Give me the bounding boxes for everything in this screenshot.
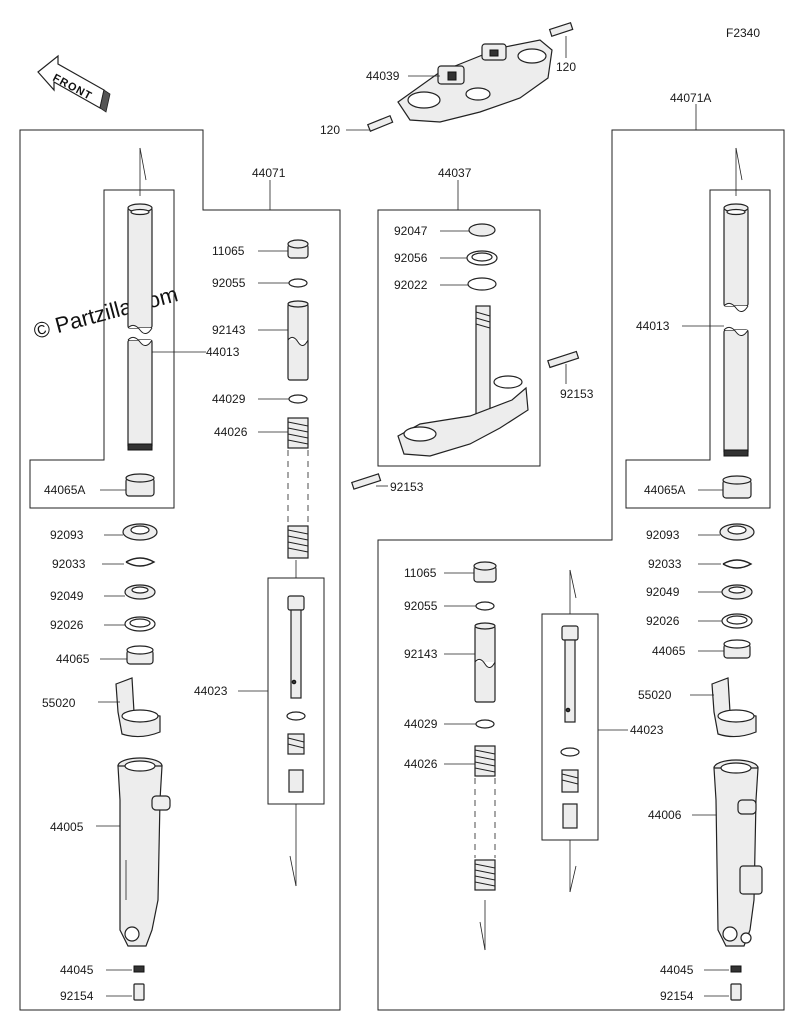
right-circlip-92033	[722, 559, 753, 569]
callout-92026-right: 92026	[646, 614, 680, 628]
left-oring-92055	[288, 278, 308, 288]
front-arrow-icon: FRONT	[37, 54, 111, 113]
left-inner-tube	[127, 203, 153, 451]
callout-120-top: 120	[556, 60, 576, 74]
stem-frame	[377, 209, 541, 467]
callout-92049-right: 92049	[646, 585, 680, 599]
callout-44071: 44071	[252, 166, 286, 180]
callout-92056: 92056	[394, 251, 428, 265]
right-tube-subframe	[625, 189, 771, 509]
callout-44023-right: 44023	[630, 723, 664, 737]
right-bolt-92154	[730, 983, 742, 1001]
left-washer-44029	[288, 394, 308, 404]
upper-bracket-44039	[397, 39, 553, 123]
left-cartridge-subframe	[267, 577, 325, 805]
callout-92026-left: 92026	[50, 618, 84, 632]
callout-44026-right: 44026	[404, 757, 438, 771]
right-cartridge-subframe	[541, 613, 599, 841]
stem-ring-92022	[467, 277, 497, 291]
left-seal-92093	[122, 523, 158, 541]
left-collar-92143	[287, 300, 309, 381]
left-outer-tube-44005	[117, 757, 171, 947]
left-cap-bolt-11065	[287, 239, 309, 259]
left-tube-subframe	[29, 189, 175, 509]
callout-44037: 44037	[438, 166, 472, 180]
callout-44065-left: 44065	[56, 652, 90, 666]
callout-92154-right: 92154	[660, 989, 694, 1003]
right-fork-frame	[377, 129, 785, 1011]
right-washer-44029	[475, 719, 495, 729]
right-oring-92055	[475, 601, 495, 611]
left-fork-frame	[19, 129, 341, 1011]
callout-92049-left: 92049	[50, 589, 84, 603]
callout-44039: 44039	[366, 69, 400, 83]
callout-92047: 92047	[394, 224, 428, 238]
callout-92153-lower: 92153	[390, 480, 424, 494]
left-circlip-92033	[125, 557, 156, 567]
steering-stem	[351, 305, 580, 490]
callout-44065A-right: 44065A	[644, 483, 685, 497]
callout-92153-upper: 92153	[560, 387, 594, 401]
callout-11065-right: 11065	[404, 566, 437, 580]
right-cap-bolt-11065	[473, 561, 497, 583]
callout-92033-left: 92033	[52, 557, 86, 571]
callout-11065-left: 11065	[212, 244, 245, 258]
callout-92093-left: 92093	[50, 528, 84, 542]
callout-44045-left: 44045	[60, 963, 94, 977]
bolt-120-top	[548, 21, 574, 58]
callout-44029-right: 44029	[404, 717, 438, 731]
right-outer-tube-44006	[713, 759, 763, 947]
stem-seal-92047	[468, 223, 496, 237]
left-bushing-44065	[126, 645, 154, 665]
left-washer-44045	[133, 965, 145, 973]
callout-44006: 44006	[648, 808, 682, 822]
callout-92033-right: 92033	[648, 557, 682, 571]
callout-92143-left: 92143	[212, 323, 246, 337]
right-collar-92143	[474, 622, 496, 703]
left-spring-44026	[287, 417, 309, 559]
left-seal-92049	[124, 584, 156, 600]
callout-55020-left: 55020	[42, 696, 76, 710]
callout-44013-left: 44013	[206, 345, 240, 359]
bolt-120-left	[346, 114, 394, 132]
stem-ring-92056	[466, 250, 498, 266]
right-bushing-44065	[723, 639, 751, 659]
watermark: © Partzilla.com	[31, 281, 181, 344]
callout-92143-right: 92143	[404, 647, 438, 661]
right-seal-92093	[719, 523, 755, 541]
callout-55020-right: 55020	[638, 688, 672, 702]
callout-92055-right: 92055	[404, 599, 438, 613]
callout-44065-right: 44065	[652, 644, 686, 658]
right-washer-92026	[721, 613, 753, 629]
right-inner-tube	[723, 203, 749, 457]
callout-44029-left: 44029	[212, 392, 246, 406]
callout-120-left: 120	[320, 123, 340, 137]
callout-92022: 92022	[394, 278, 428, 292]
right-seal-92049	[721, 584, 753, 600]
right-fork-guard-55020	[711, 677, 757, 738]
callout-44026-left: 44026	[214, 425, 248, 439]
left-cartridge-44023	[286, 595, 306, 793]
left-bushing-44065A	[125, 473, 155, 497]
callout-44013-right: 44013	[636, 319, 670, 333]
right-washer-44045	[730, 965, 742, 973]
left-fork-guard-55020	[115, 677, 161, 738]
left-washer-92026	[124, 616, 156, 632]
callout-44023-left: 44023	[194, 684, 228, 698]
right-cartridge-44023	[560, 625, 580, 829]
callout-92055-left: 92055	[212, 276, 246, 290]
callout-44045-right: 44045	[660, 963, 694, 977]
figure-code: F2340	[726, 26, 760, 40]
callout-92154-left: 92154	[60, 989, 94, 1003]
right-spring-44026	[474, 745, 496, 891]
right-bushing-44065A	[722, 475, 752, 499]
left-bolt-92154	[133, 983, 145, 1001]
callout-44065A-left: 44065A	[44, 483, 85, 497]
callout-44005: 44005	[50, 820, 84, 834]
callout-92093-right: 92093	[646, 528, 680, 542]
callout-44071A: 44071A	[670, 91, 711, 105]
